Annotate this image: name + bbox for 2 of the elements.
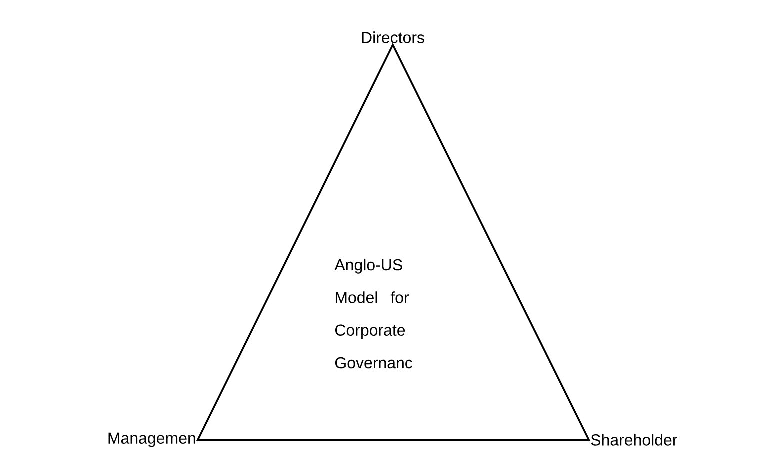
vertex-label: Managemen [108,432,196,448]
vertex-label: Shareholder [591,434,678,446]
